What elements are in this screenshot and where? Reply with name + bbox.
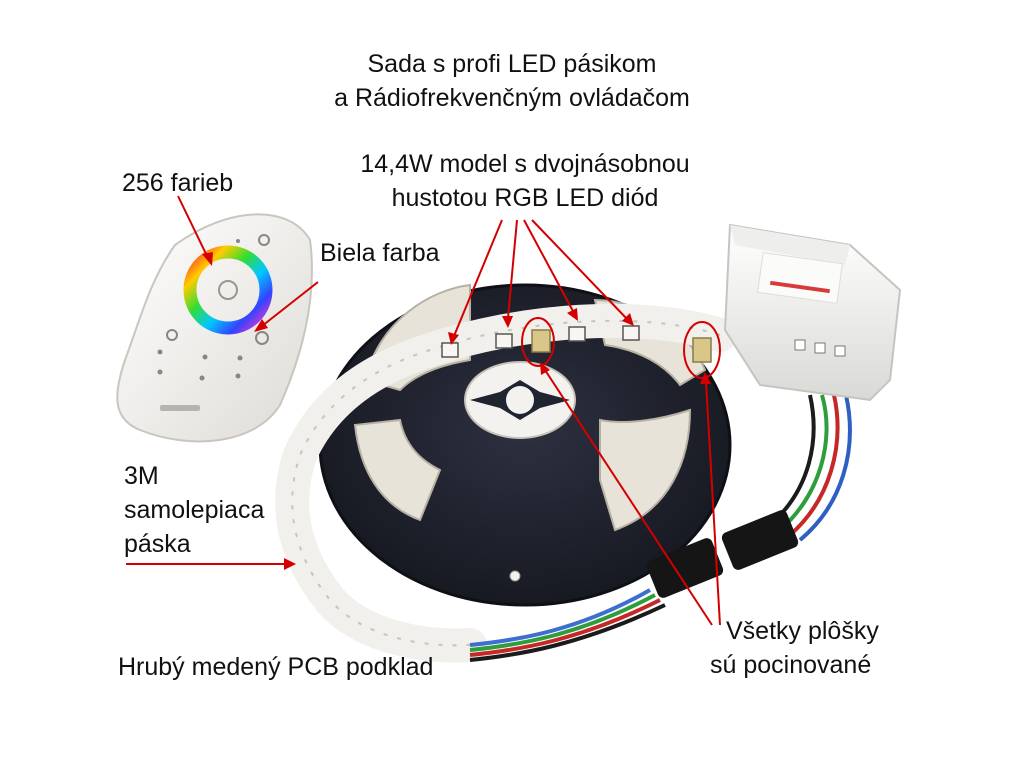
remote-logo [160,405,200,411]
rf-remote [116,213,313,443]
tape-label-line-2: samolepiaca [124,496,265,524]
controller-label-bar [770,280,830,294]
tape-label-line-1: 3M [124,462,159,490]
pads-label-line-1: Všetky plôšky [726,617,879,645]
white-color-label: Biela farba [320,239,440,267]
remote-center-button-icon [218,280,238,300]
white-button-icon [255,331,269,345]
wires [469,394,852,662]
led-chips [441,325,712,363]
connector-female [721,510,799,570]
tape-label-line-3: páska [124,530,191,558]
annotation-arrows [126,195,721,626]
title-line-2: a Rádiofrekvenčným ovládačom [334,84,690,112]
remote-power-icon [258,234,270,246]
model-label-line-2: hustotou RGB LED diód [391,184,659,212]
color-wheel-icon [183,245,273,335]
brightness-button-icon [166,329,178,341]
title-line-1: Sada s profi LED pásikom [367,50,657,78]
pcb-label: Hrubý medený PCB podklad [118,653,434,681]
colors-label: 256 farieb [122,169,234,197]
connector-male [646,538,724,598]
led-strip-tail [275,303,737,663]
pads-label-line-2: sú pocinované [710,651,872,679]
highlight-circles [521,317,721,379]
rf-controller [723,223,902,402]
model-label-line-1: 14,4W model s dvojnásobnou [360,150,690,178]
